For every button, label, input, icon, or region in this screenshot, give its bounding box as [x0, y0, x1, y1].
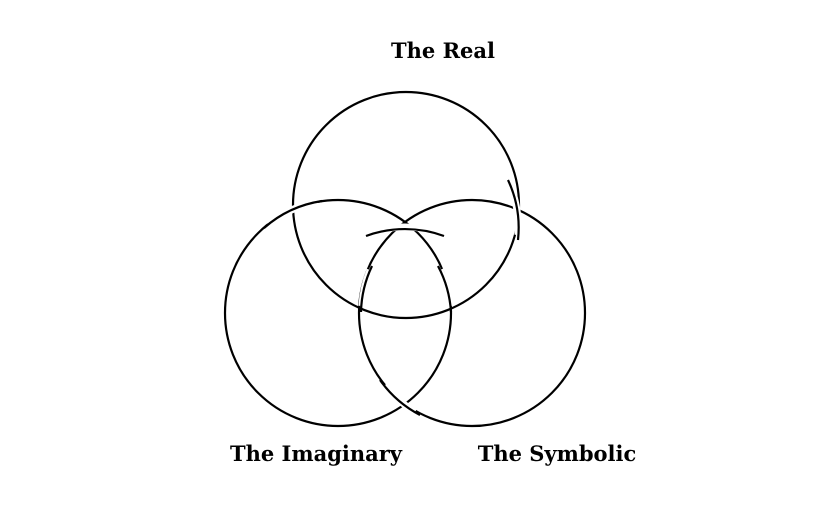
arc-inner-top	[365, 228, 445, 238]
ring-imaginary	[223, 198, 453, 428]
ring-symbolic	[357, 198, 587, 428]
arc-symbolic-over-imaginary	[379, 379, 421, 416]
label-the-imaginary: The Imaginary	[230, 441, 403, 466]
label-the-real: The Real	[391, 38, 495, 63]
arc-imaginary-over-real	[263, 199, 323, 229]
label-the-symbolic: The Symbolic	[478, 441, 637, 466]
arc-inner-right	[437, 265, 453, 313]
ring-real	[291, 90, 521, 320]
arc-real-over-symbolic	[507, 179, 520, 241]
arc-inner-left	[359, 265, 373, 313]
crossing-gap-inner-top	[370, 223, 440, 236]
